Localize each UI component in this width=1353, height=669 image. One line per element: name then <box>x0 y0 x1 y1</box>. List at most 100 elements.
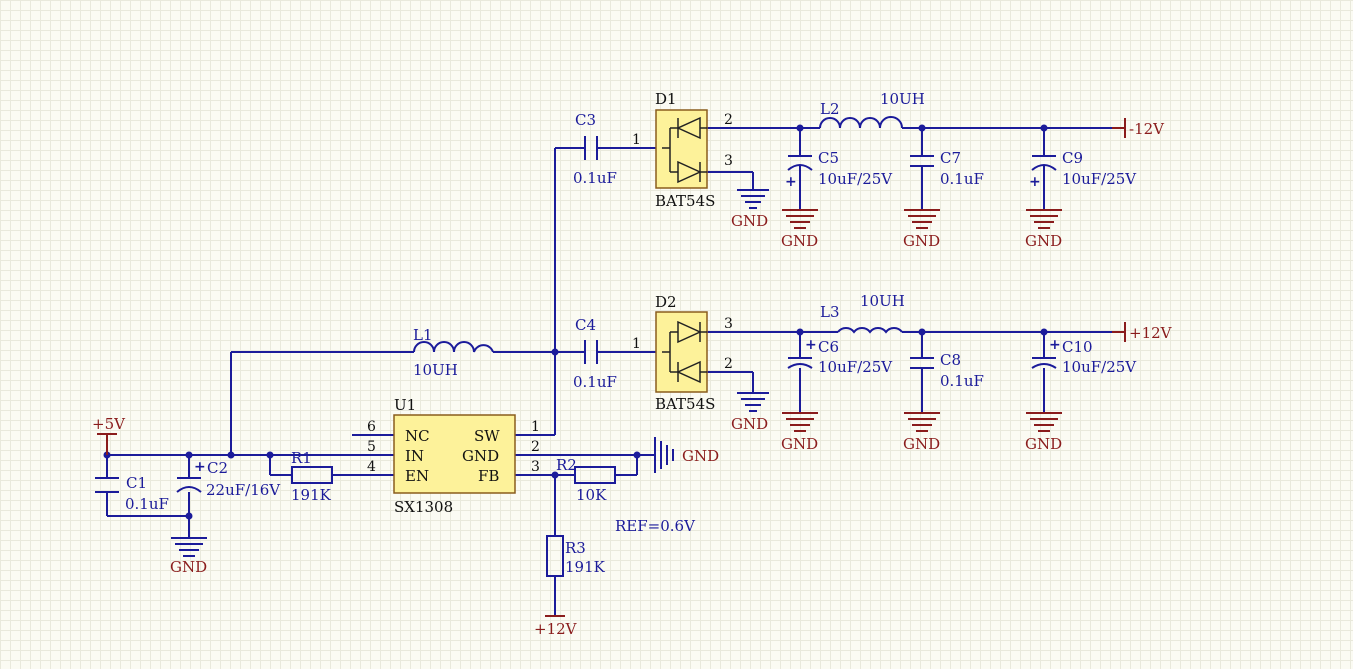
c10-value: 10uF/25V <box>1062 358 1137 376</box>
r2-resistor: R2 10K <box>556 456 616 504</box>
u1-pin5: 5 <box>367 439 376 455</box>
u1-pin4: 4 <box>367 459 376 475</box>
gnd-u1: GND <box>654 437 719 473</box>
gnd-c8: GND <box>903 412 940 453</box>
gnd-c6: GND <box>781 412 818 453</box>
c5-value: 10uF/25V <box>818 170 893 188</box>
r1-value: 191K <box>291 486 332 504</box>
gnd-label-c6: GND <box>781 435 818 453</box>
c10-designator: C10 <box>1062 338 1093 356</box>
gnd-label-c9: GND <box>1025 232 1062 250</box>
gnd-c5: GND <box>781 209 818 250</box>
d2-diode: D2 BAT54S 3 2 <box>655 293 733 413</box>
c4-d2-pin1: 1 <box>632 336 641 352</box>
l2-inductor: L2 10UH <box>819 90 925 129</box>
d1-designator: D1 <box>655 90 677 108</box>
c3-d1-pin1: 1 <box>632 132 641 148</box>
l3-inductor: L3 10UH <box>820 292 905 334</box>
c4-designator: C4 <box>575 316 596 334</box>
c10-capacitor: + C10 10uF/25V <box>1031 337 1137 376</box>
gnd-d2: GND <box>731 392 769 433</box>
u1-sw-label: SW <box>474 427 500 445</box>
power-5v-label: +5V <box>92 415 126 433</box>
l3-designator: L3 <box>820 303 840 321</box>
l3-value: 10UH <box>860 292 905 310</box>
u1-designator: U1 <box>394 396 416 414</box>
u1-in-label: IN <box>405 447 424 465</box>
gnd-label-c10: GND <box>1025 435 1062 453</box>
power-pos12v-label: +12V <box>1129 324 1173 342</box>
c3-value: 0.1uF <box>573 169 617 187</box>
r1-designator: R1 <box>291 449 312 467</box>
c2-value: 22uF/16V <box>206 481 281 499</box>
d2-part: BAT54S <box>655 395 715 413</box>
gnd-symbols: GND GND GND GND GND <box>170 189 1062 576</box>
gnd-c7: GND <box>903 209 940 250</box>
c6-plus: + <box>805 337 817 353</box>
c7-designator: C7 <box>940 149 961 167</box>
d2-designator: D2 <box>655 293 677 311</box>
gnd-label-c8: GND <box>903 435 940 453</box>
c8-capacitor: C8 0.1uF <box>910 351 984 390</box>
r3-value: 191K <box>565 558 606 576</box>
c5-plus: + <box>785 174 797 190</box>
l1-inductor: L1 10UH <box>413 326 494 379</box>
l1-value: 10UH <box>413 361 458 379</box>
power-ports: +5V -12V +12V +12V <box>92 118 1173 638</box>
gnd-label-c5: GND <box>781 232 818 250</box>
c5-designator: C5 <box>818 149 839 167</box>
c7-capacitor: C7 0.1uF <box>910 149 984 188</box>
c3-capacitor: C3 0.1uF 1 <box>573 111 641 187</box>
c9-designator: C9 <box>1062 149 1083 167</box>
c2-plus: + <box>194 459 206 475</box>
u1-pin1: 1 <box>531 419 540 435</box>
u1-pin3: 3 <box>531 459 540 475</box>
u1-fb-label: FB <box>478 467 499 485</box>
c7-value: 0.1uF <box>940 170 984 188</box>
gnd-label-d1: GND <box>731 212 768 230</box>
c6-designator: C6 <box>818 338 839 356</box>
gnd-label-c2: GND <box>170 558 207 576</box>
c4-capacitor: C4 0.1uF 1 <box>573 316 641 391</box>
c5-capacitor: + C5 10uF/25V <box>785 149 893 190</box>
gnd-label-u1: GND <box>682 447 719 465</box>
u1-chip: U1 SX1308 NC IN EN SW GND FB 6 5 4 1 2 3 <box>367 396 540 516</box>
c1-designator: C1 <box>126 474 147 492</box>
ref-note: REF=0.6V <box>615 517 696 535</box>
c4-value: 0.1uF <box>573 373 617 391</box>
gnd-label-c7: GND <box>903 232 940 250</box>
power-neg12v-label: -12V <box>1129 120 1165 138</box>
c8-designator: C8 <box>940 351 961 369</box>
d1-pin3: 3 <box>724 153 733 169</box>
gnd-label-d2: GND <box>731 415 768 433</box>
gnd-c9: GND <box>1025 209 1062 250</box>
c9-capacitor: + C9 10uF/25V <box>1029 149 1137 190</box>
c10-plus: + <box>1049 337 1061 353</box>
u1-pin2: 2 <box>531 439 540 455</box>
d1-diode: D1 BAT54S 2 3 <box>655 90 733 210</box>
junctions <box>103 124 1048 520</box>
c6-value: 10uF/25V <box>818 358 893 376</box>
r3-resistor: R3 191K <box>546 535 606 577</box>
c3-designator: C3 <box>575 111 596 129</box>
d1-pin2: 2 <box>724 112 733 128</box>
c6-capacitor: + C6 10uF/25V <box>787 337 893 376</box>
u1-en-label: EN <box>405 467 429 485</box>
u1-nc-label: NC <box>405 427 430 445</box>
u1-pin6: 6 <box>367 419 376 435</box>
gnd-c10: GND <box>1025 412 1062 453</box>
r2-designator: R2 <box>556 456 577 474</box>
u1-gnd-label: GND <box>462 447 499 465</box>
r2-value: 10K <box>576 486 607 504</box>
r3-designator: R3 <box>565 539 586 557</box>
c2-designator: C2 <box>207 459 228 477</box>
c1-capacitor: C1 0.1uF <box>95 474 169 513</box>
gnd-d1: GND <box>731 189 769 230</box>
d1-part: BAT54S <box>655 192 715 210</box>
c1-value: 0.1uF <box>125 495 169 513</box>
power-pos12v-fb-label: +12V <box>534 620 578 638</box>
r1-resistor: R1 191K <box>291 449 333 504</box>
gnd-c2: GND <box>170 537 207 576</box>
l2-value: 10UH <box>880 90 925 108</box>
